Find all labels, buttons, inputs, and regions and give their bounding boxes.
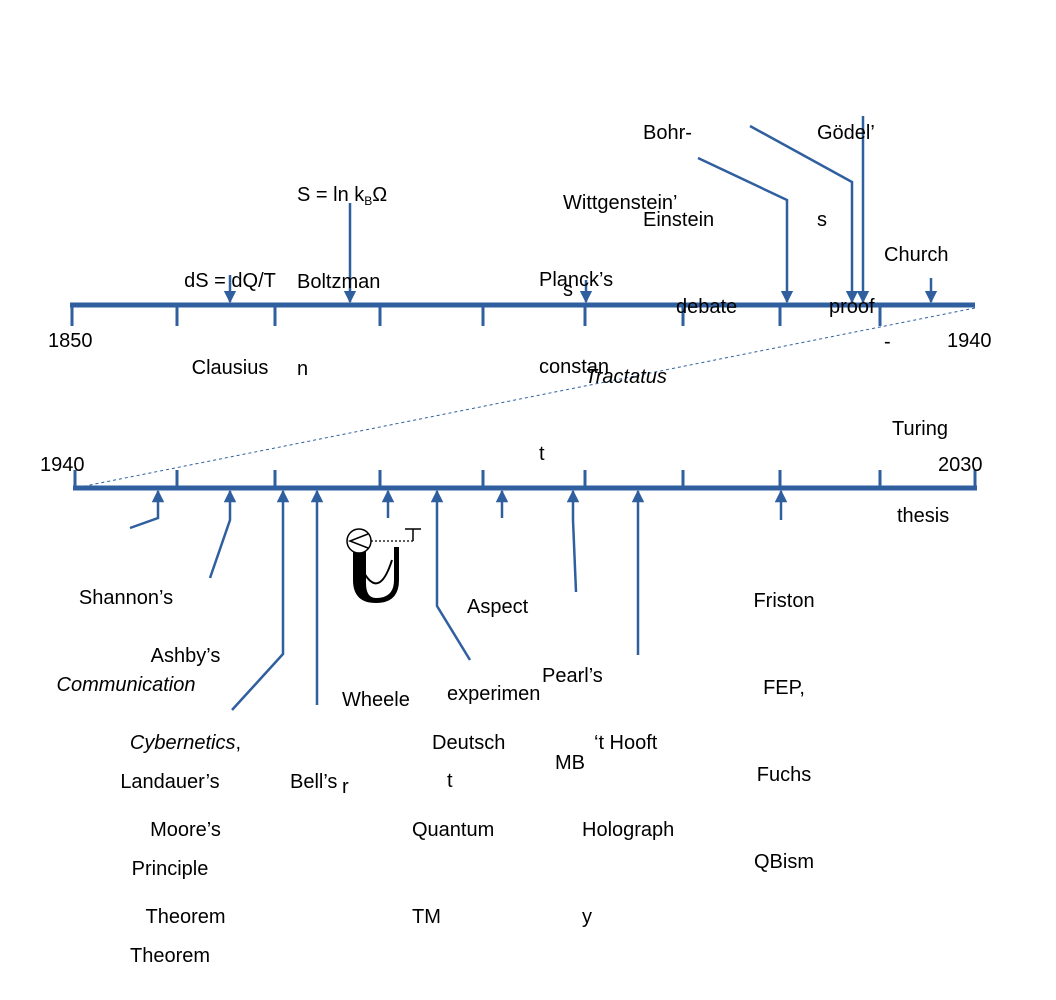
arrow-landauer: [231, 489, 290, 711]
arrow-shannon: [129, 489, 165, 530]
year-label-1940-top: 1940: [947, 330, 992, 352]
event-landauer: Landauer’s Principle Theorem: [120, 771, 220, 967]
event-church-turing: Church - Turing thesis: [884, 244, 950, 527]
year-label-1850: 1850: [48, 330, 93, 352]
event-aspect: Aspect experimen t: [447, 596, 541, 792]
event-thooft: ‘t Hooft Holograph y: [582, 732, 675, 928]
event-bell: Bell’s: [290, 771, 338, 793]
arrow-bohr-einstein: [749, 124, 859, 304]
event-godel: Gödel’ s proof: [817, 122, 875, 318]
event-bohr-einstein: Bohr- Einstein debate: [643, 122, 738, 318]
event-clausius: dS = dQ/T Clausius: [184, 270, 276, 379]
arrow-ashby: [208, 489, 237, 579]
year-label-1940-bottom: 1940: [40, 454, 85, 476]
ticks-top: [70, 305, 882, 326]
event-wittgenstein: Wittgenstein’ s Tractatus: [563, 192, 678, 388]
event-wheeler: Wheele r: [342, 689, 410, 798]
event-friston-fuchs: Friston FEP, Fuchs QBism: [753, 590, 815, 873]
event-shannon: Shannon’s Communication: [56, 587, 196, 696]
event-pearl: Pearl’s MB: [542, 665, 603, 774]
wheeler-u-eye-icon: [346, 528, 421, 603]
event-planck: Planck’s constan t: [539, 269, 614, 465]
era-connector-dotted: [84, 307, 976, 487]
arrow-wittgenstein: [697, 156, 794, 304]
arrow-deutsch: [430, 489, 472, 661]
event-boltzmann: S = ln kBΩ Boltzman n: [297, 184, 388, 380]
year-label-2030: 2030: [938, 454, 983, 476]
timeline-diagram: [70, 116, 977, 711]
ticks-bottom: [73, 470, 977, 488]
arrow-pearl: [566, 489, 580, 593]
